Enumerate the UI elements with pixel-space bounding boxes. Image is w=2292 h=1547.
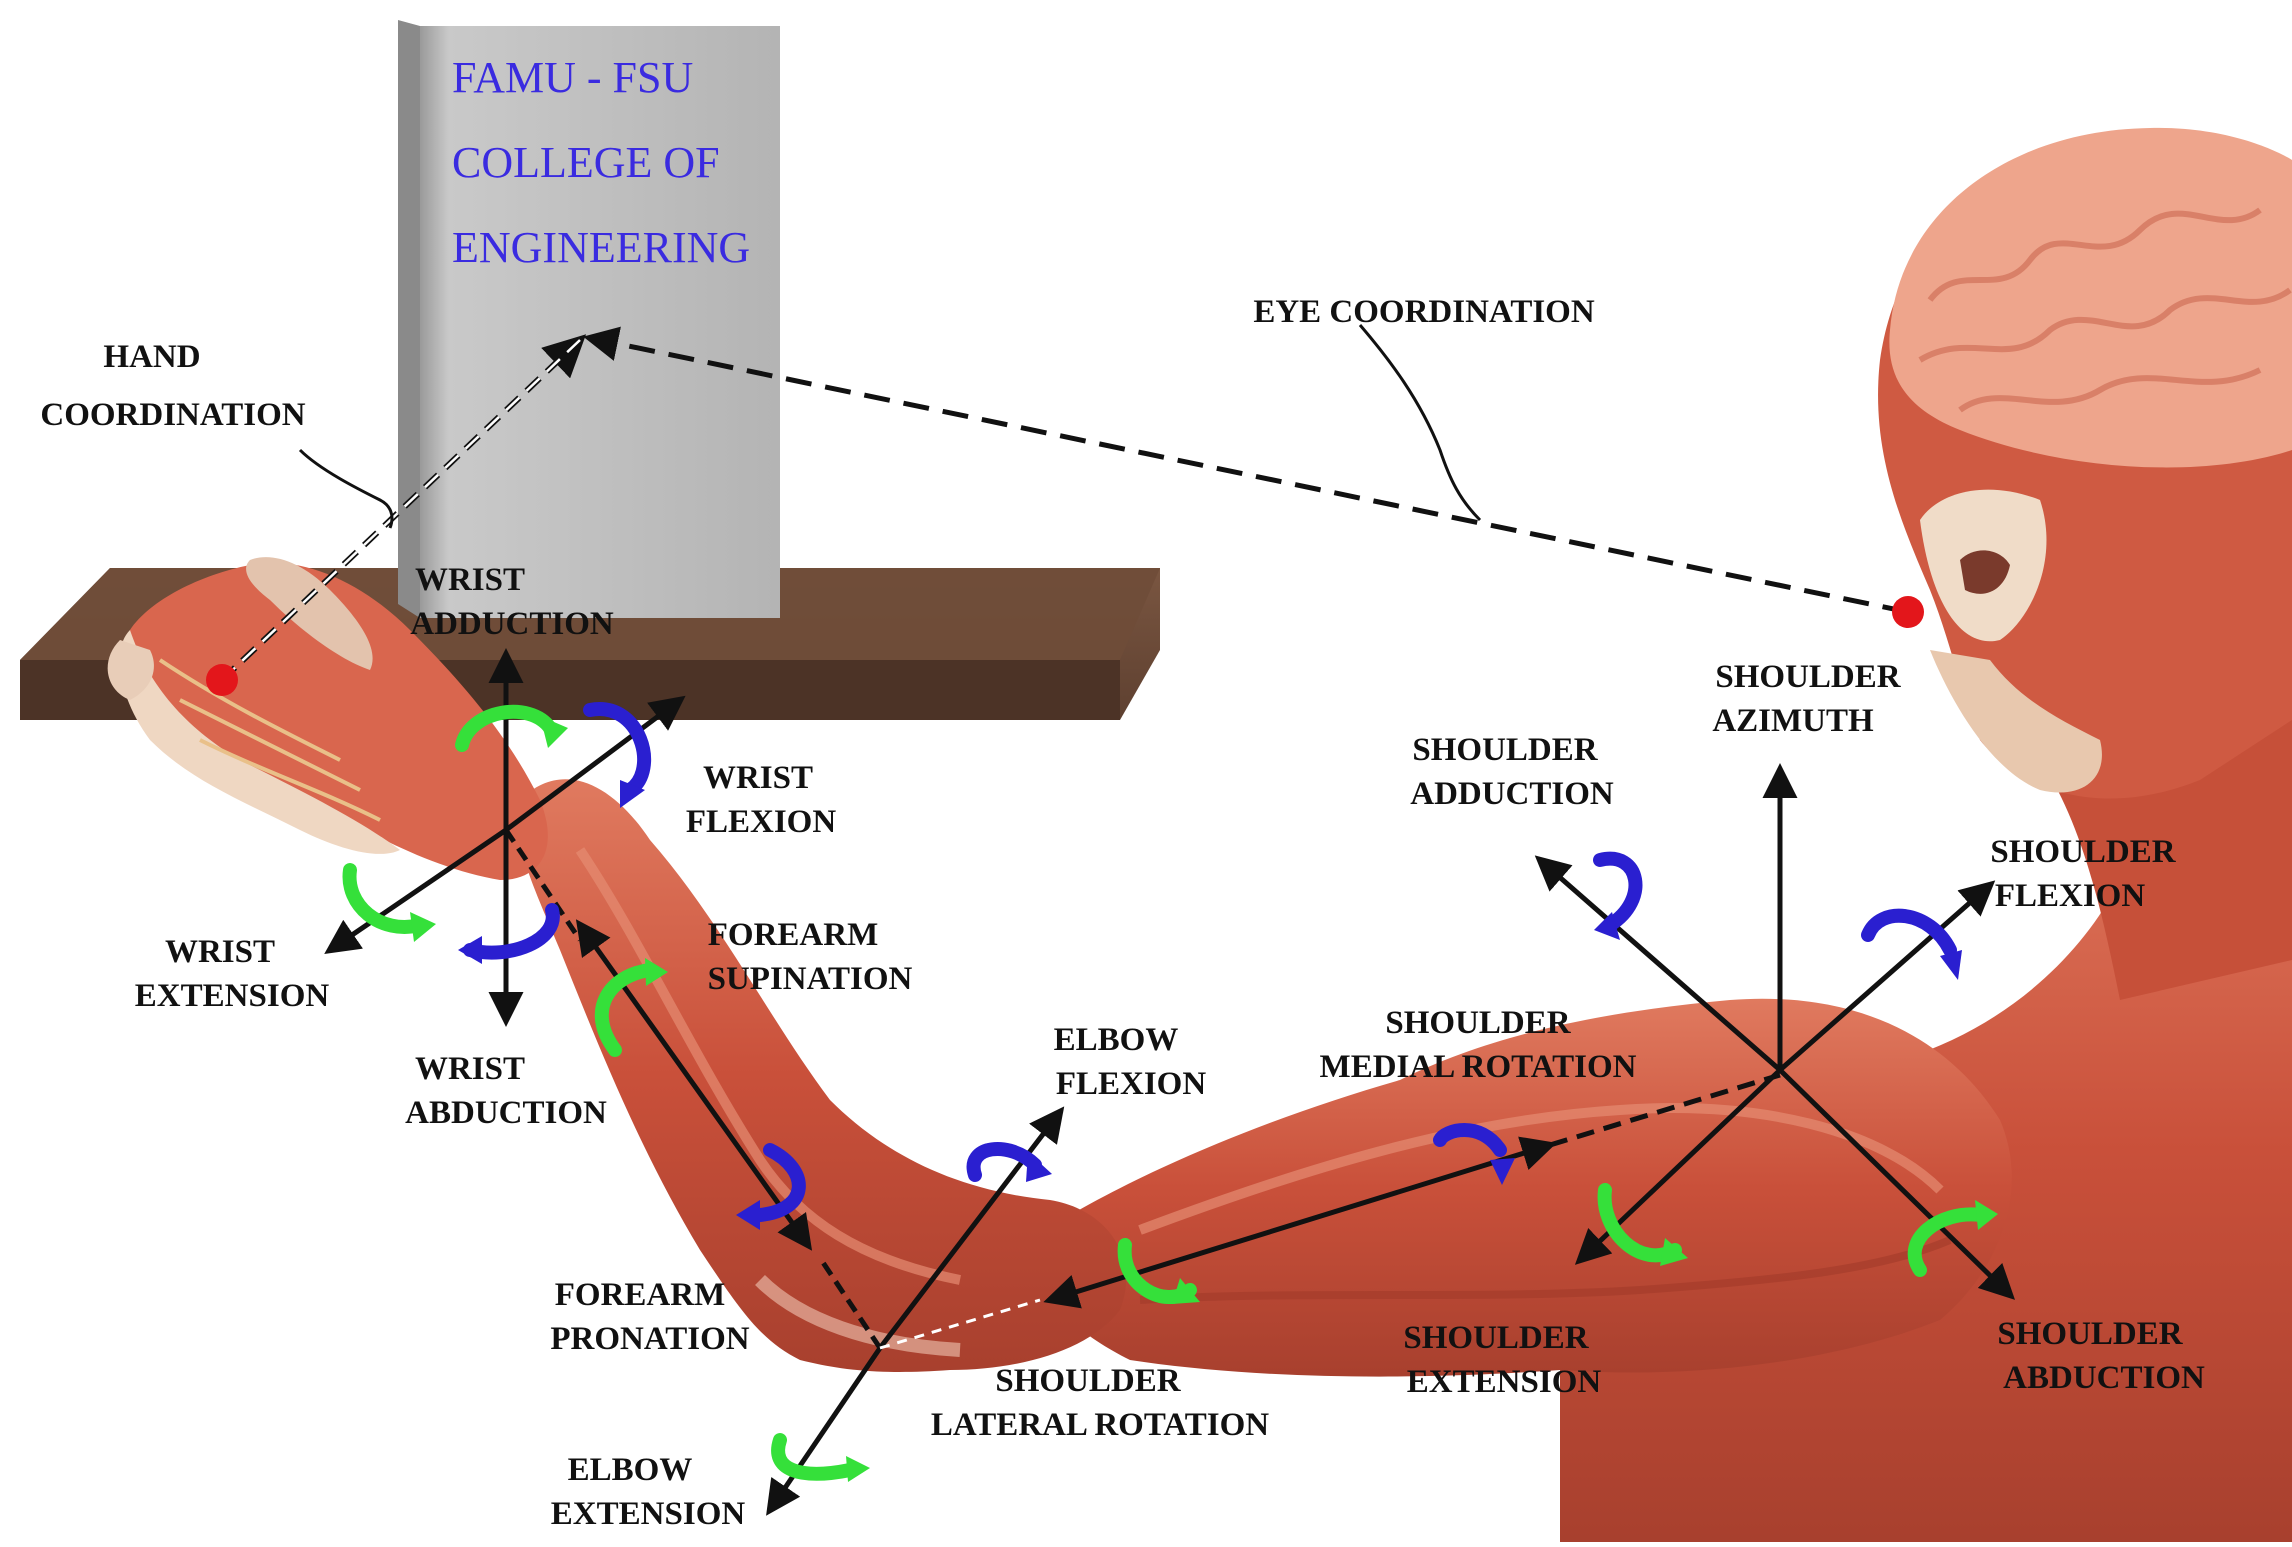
elbow-extension-label-1: ELBOW [568, 1452, 693, 1488]
shoulder-abduction-rotation-icon [1907, 1200, 1998, 1277]
wrist-flexion-rotation-icon [583, 702, 652, 808]
wrist-extension-label-1: WRIST [165, 934, 275, 970]
elbow-extension-label-2: EXTENSION [551, 1496, 746, 1532]
shoulder-abduction-label-1: SHOULDER [1997, 1316, 2183, 1352]
wrist-abduction-label-1: WRIST [415, 1051, 525, 1087]
shoulder-azimuth-label-1: SHOULDER [1715, 659, 1901, 695]
sign-line-3: ENGINEERING [452, 223, 750, 272]
coordination-lines [206, 324, 1924, 696]
hand-coordination-leader [298, 448, 394, 529]
shoulder-lateral-rotation-label-2: LATERAL ROTATION [931, 1407, 1269, 1443]
labels: HAND COORDINATION EYE COORDINATION WRIST… [40, 294, 2205, 1532]
hand-target-dot [206, 664, 238, 696]
wrist-adduction-label-2: ADDUCTION [410, 606, 614, 642]
shoulder-flexion-label-2: FLEXION [1995, 878, 2146, 914]
sign-board: FAMU - FSU COLLEGE OF ENGINEERING [398, 20, 780, 618]
wrist-abduction-label-2: ABDUCTION [405, 1095, 607, 1131]
elbow-flexion-label-1: ELBOW [1054, 1022, 1179, 1058]
elbow-extension-rotation-icon [771, 1433, 870, 1482]
shoulder-lateral-rotation-label-1: SHOULDER [995, 1363, 1181, 1399]
forearm-pronation-label-1: FOREARM [555, 1277, 725, 1313]
forearm-pronation-label-2: PRONATION [550, 1321, 749, 1357]
shoulder-flexion-label-1: SHOULDER [1990, 834, 2176, 870]
wrist-extension-rotation-icon [342, 863, 436, 942]
eye-target-dot [1892, 596, 1924, 628]
sign-line-2: COLLEGE OF [452, 138, 720, 187]
shoulder-extension-label-2: EXTENSION [1407, 1364, 1602, 1400]
forearm-supination-rotation-icon [594, 958, 668, 1057]
shoulder-flexion-rotation-icon [1861, 908, 1962, 980]
shoulder-lateral-rotation-icon [1117, 1238, 1200, 1305]
hand-coordination-label-2: COORDINATION [40, 397, 305, 433]
wrist-adduction-label-1: WRIST [415, 562, 525, 598]
forearm-supination-label-2: SUPINATION [708, 961, 913, 997]
shoulder-extension-label-1: SHOULDER [1403, 1320, 1589, 1356]
wrist-flexion-label-2: FLEXION [686, 804, 837, 840]
eye-coordination-label: EYE COORDINATION [1253, 294, 1595, 330]
shoulder-medial-rotation-icon [1433, 1123, 1515, 1185]
wrist-flexion-label-1: WRIST [703, 760, 813, 796]
wrist-extension-label-2: EXTENSION [135, 978, 330, 1014]
shoulder-adduction-label-1: SHOULDER [1412, 732, 1598, 768]
shoulder-medial-rotation-label-2: MEDIAL ROTATION [1320, 1049, 1637, 1085]
shoulder-extension-rotation-icon [1597, 1183, 1688, 1266]
wrist-abduction-rotation-icon [458, 903, 560, 964]
shoulder-medial-rotation-label-1: SHOULDER [1385, 1005, 1571, 1041]
shoulder-abduction-label-2: ABDUCTION [2003, 1360, 2205, 1396]
wrist-adduction-rotation-icon [455, 704, 568, 752]
elbow-flexion-rotation-icon [966, 1142, 1052, 1182]
shoulder-adduction-rotation-icon [1593, 851, 1643, 940]
sign-line-1: FAMU - FSU [452, 53, 693, 102]
forearm-supination-label-1: FOREARM [708, 917, 878, 953]
shoulder-azimuth-label-2: AZIMUTH [1712, 703, 1874, 739]
forearm-pronation-rotation-icon [736, 1143, 806, 1230]
rotation-arrows [342, 702, 1998, 1482]
shoulder-adduction-label-2: ADDUCTION [1410, 776, 1614, 812]
eye-coordination-leader [1358, 324, 1482, 522]
hand-coordination-label-1: HAND [103, 339, 200, 375]
elbow-flexion-label-2: FLEXION [1056, 1066, 1207, 1102]
